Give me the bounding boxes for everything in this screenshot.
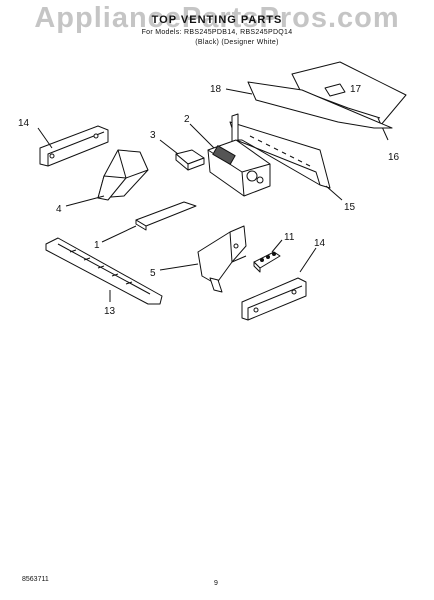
callout-18: 18 <box>210 84 222 95</box>
page-number: 9 <box>214 580 218 587</box>
part-4-duct <box>65 149 149 207</box>
callout-3: 3 <box>150 130 156 141</box>
callout-17: 17 <box>350 84 362 95</box>
part-1-strip <box>101 201 197 243</box>
part-18-plate <box>225 81 393 129</box>
callout-4: 4 <box>56 204 62 215</box>
callout-15: 15 <box>344 202 356 213</box>
callout-16: 16 <box>388 152 400 163</box>
model-line: For Models: RBS245PDB14, RBS245PDQ14 <box>141 29 293 36</box>
part-5-bracket <box>159 225 247 293</box>
part-14-left-bracket <box>37 125 109 167</box>
part-2-blower <box>189 123 271 197</box>
part-14-right-bracket <box>241 247 317 321</box>
color-line: (Black) (Designer White) <box>195 39 279 46</box>
callout-14-left: 14 <box>18 118 30 129</box>
part-11-terminal <box>253 239 283 273</box>
part-3-block <box>159 139 205 171</box>
callout-13: 13 <box>104 306 116 317</box>
watermark: AppliancePartsPros.com <box>34 2 400 34</box>
callout-14-right: 14 <box>314 238 326 249</box>
page-title: TOP VENTING PARTS <box>151 14 283 26</box>
callout-5: 5 <box>150 268 156 279</box>
document-number: 8563711 <box>22 576 49 583</box>
callout-11: 11 <box>284 232 295 243</box>
callout-1: 1 <box>94 240 100 251</box>
callout-2: 2 <box>184 114 190 125</box>
part-15-vent-rail <box>229 113 343 201</box>
part-13-bottom-rail <box>45 237 163 305</box>
